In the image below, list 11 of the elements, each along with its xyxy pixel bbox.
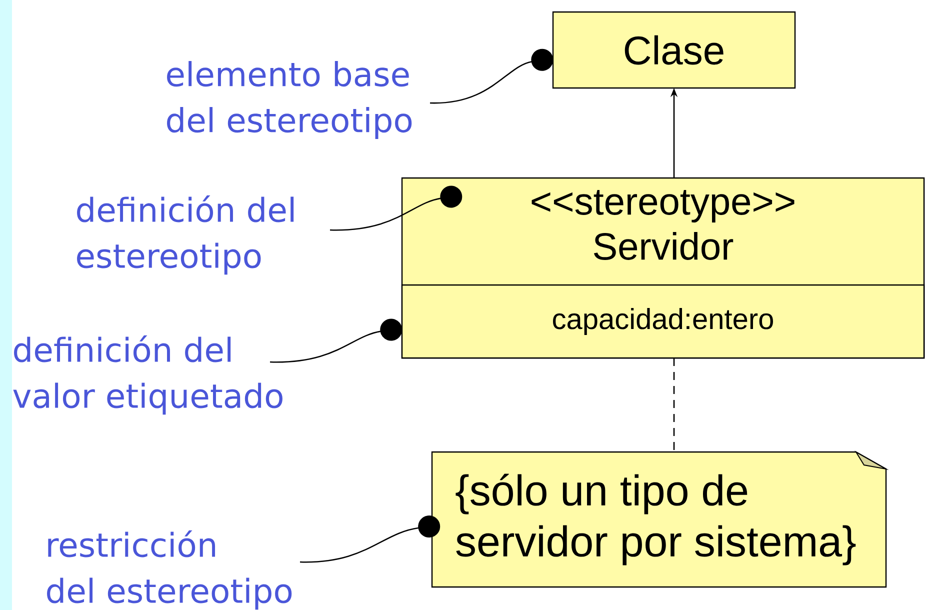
attribute-compartment: capacidad:entero — [401, 284, 925, 359]
callout-text: elemento base del estereotipo — [167, 61, 412, 139]
callout-text: definición del estereotipo — [77, 195, 294, 275]
leader-line — [430, 48, 554, 104]
class-box: Clase — [552, 11, 796, 89]
callout-text: restricción del estereotipo — [47, 530, 292, 610]
leader-line — [270, 318, 402, 363]
callout-text: definición del valor etiquetado — [13, 335, 282, 415]
leader-line — [300, 515, 440, 563]
leader-line — [330, 186, 462, 231]
dashed-line — [673, 358, 675, 452]
